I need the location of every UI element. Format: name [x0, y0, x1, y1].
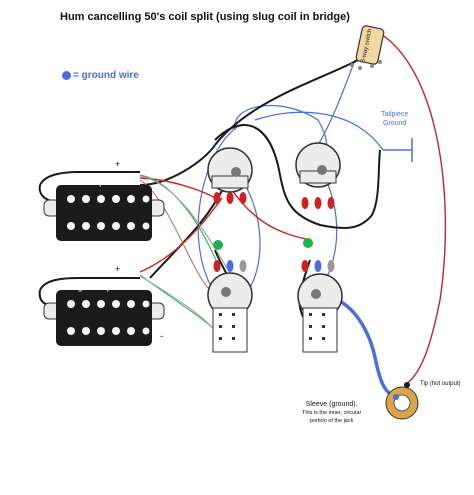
sleeve-label-line1: Sleeve (ground).	[305, 401, 358, 408]
bridge-plus-sign: +	[115, 264, 121, 274]
sleeve-label-line2: This is the inner, circular	[302, 410, 362, 416]
legend: = ground wire	[62, 70, 139, 81]
bridge-pickup	[43, 290, 165, 346]
pot-bridge-tone	[297, 260, 343, 353]
neck-pickup	[43, 185, 165, 241]
tailpiece-label-line2: Ground	[382, 120, 407, 127]
neck-pickup-label: Neck Pickup	[62, 180, 104, 187]
sleeve-label: Sleeve (ground). This is the inner, circ…	[302, 401, 361, 425]
bridge-minus-sign: -	[160, 331, 163, 341]
ground-dot-icon	[62, 71, 71, 80]
sleeve-label-line3: portion of the jack	[309, 418, 354, 424]
tone-capacitors	[213, 238, 313, 250]
neck-plus-sign: +	[115, 159, 121, 169]
pot-neck-volume	[207, 147, 253, 204]
sleeve-ground-wire	[323, 294, 398, 399]
pot-bridge-volume	[295, 142, 341, 209]
three-way-switch	[350, 25, 385, 70]
tailpiece-ground-label: Tailpiece Ground	[381, 110, 408, 128]
tailpiece-ground-symbol	[383, 138, 413, 162]
output-jack	[385, 382, 419, 420]
bridge-pickup-label: Bridge Pickup	[64, 285, 112, 292]
tailpiece-label-line1: Tailpiece	[381, 111, 409, 118]
tip-label: Tip (hot output)	[420, 381, 461, 387]
pot-neck-tone	[207, 260, 253, 353]
legend-label: = ground wire	[73, 70, 139, 81]
diagram-title: Hum cancelling 50's coil split (using sl…	[60, 11, 350, 23]
